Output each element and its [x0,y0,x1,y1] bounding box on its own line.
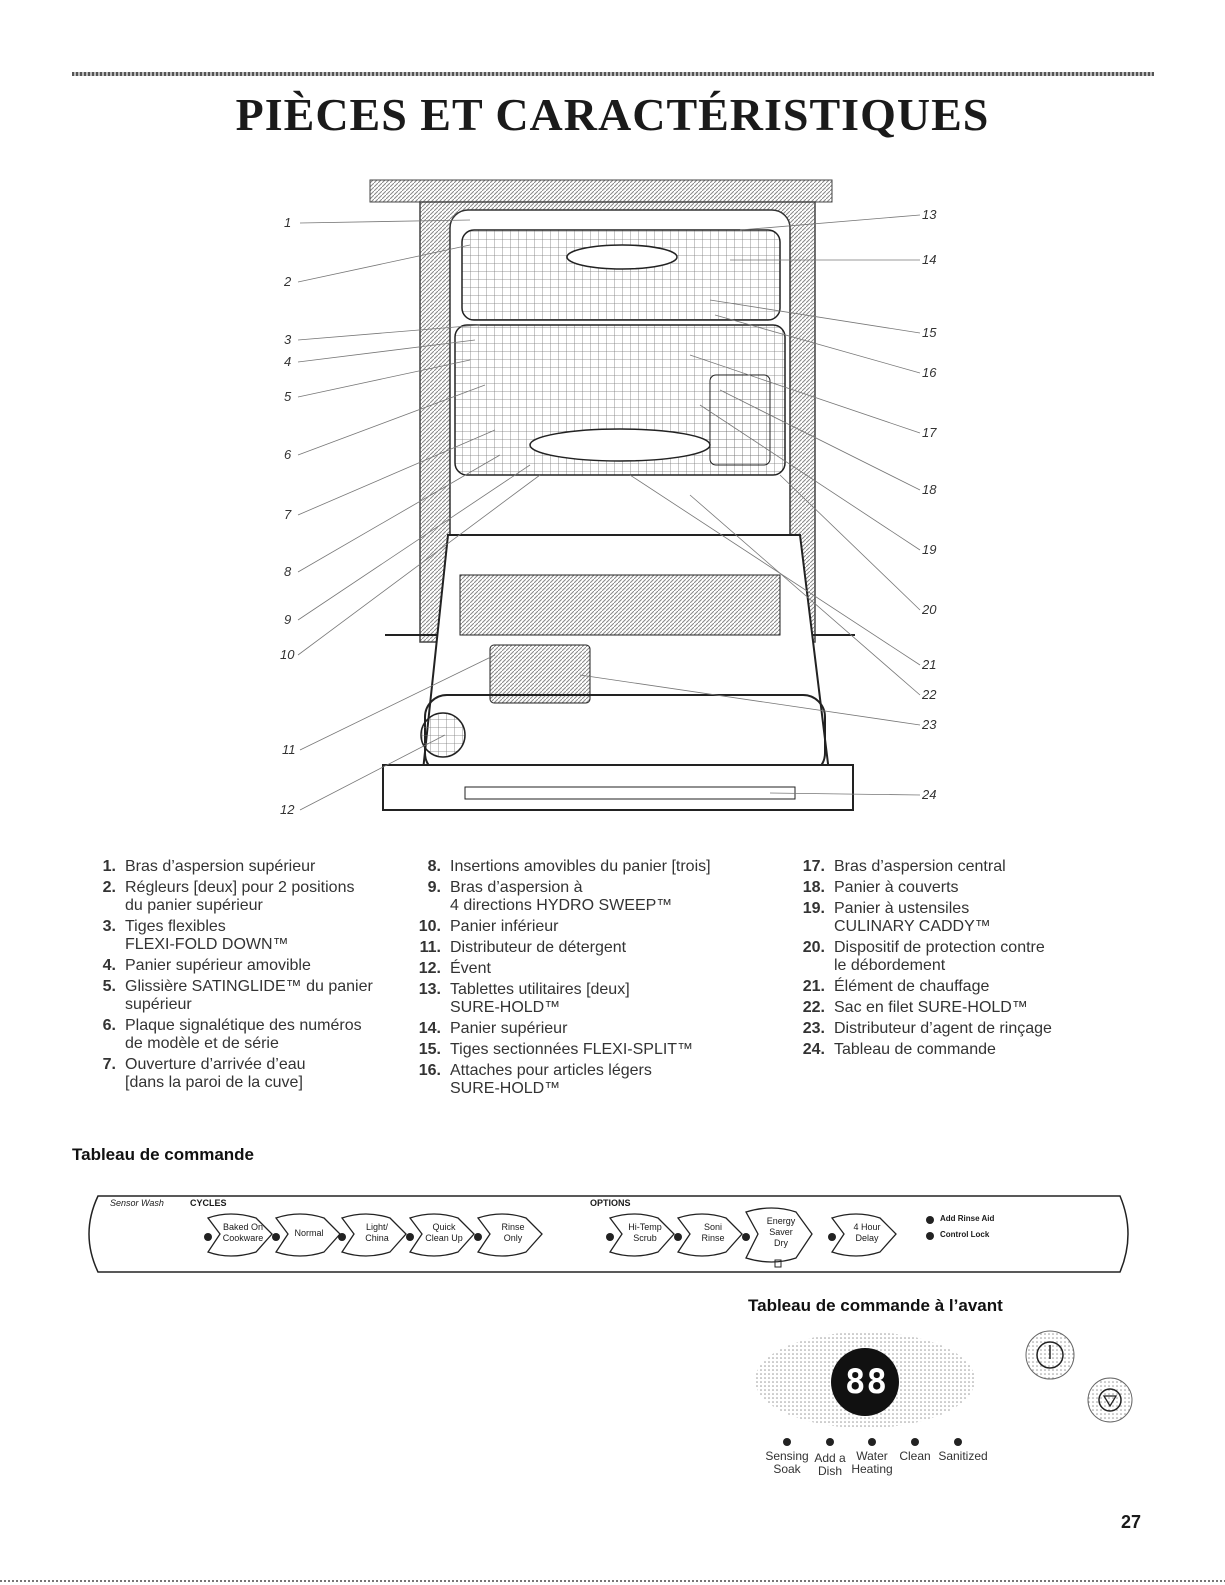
brand-label: Sensor Wash [110,1198,164,1208]
list-item: 3.Tiges flexibles FLEXI-FOLD DOWN™ [102,918,289,953]
control-panel-heading: Tableau de commande [72,1145,255,1164]
list-item: 4.Panier supérieur amovible [102,957,311,974]
list-item: 17.Bras d’aspersion central [802,858,1006,875]
list-item: 6.Plaque signalétique des numéros de mod… [102,1017,362,1052]
list-item: 1.Bras d’aspersion supérieur [102,858,316,875]
callout-3: 3 [284,332,292,347]
list-item: 23.Distributeur d’agent de rinçage [802,1020,1052,1037]
parts-list-col-2: 8.Insertions amovibles du panier [trois]… [411,858,791,1101]
list-item: 22.Sac en filet SURE-HOLD™ [802,999,1028,1016]
cycle-button-light-china[interactable]: Light/China [365,1222,389,1243]
front-panel-drawing [755,1330,1133,1446]
list-item: 13.Tablettes utilitaires [deux] SURE-HOL… [418,981,630,1016]
vent [420,712,466,758]
list-item: 21.Élément de chauffage [802,978,990,995]
list-item: 2.Régleurs [deux] pour 2 positions du pa… [102,879,355,914]
parts-list-col-3: 17.Bras d’aspersion central 18.Panier à … [795,858,1135,1062]
control-panel-drawing [88,1195,1129,1273]
callout-7: 7 [284,507,292,522]
list-item: 8.Insertions amovibles du panier [trois] [427,858,711,875]
list-item: 16.Attaches pour articles légers SURE-HO… [418,1062,652,1097]
start-button[interactable] [1088,1378,1132,1422]
page-number: 27 [1120,1512,1141,1532]
callout-19: 19 [922,542,937,557]
list-item: 9.Bras d’aspersion à 4 directions HYDRO … [427,879,673,914]
start-button-ring [1087,1377,1133,1423]
page-title: PIÈCES ET CARACTÉRISTIQUES [235,89,990,140]
options-label: OPTIONS [590,1198,631,1208]
callout-23: 23 [922,717,937,732]
callout-6: 6 [284,447,292,462]
list-item: 12.Évent [418,960,491,977]
parts-list-col-1: 1.Bras d’aspersion supérieur 2.Régleurs … [86,858,416,1095]
list-item: 20.Dispositif de protection contre le dé… [802,939,1045,974]
callout-24: 24 [922,787,937,802]
lower-spray-arm [529,428,711,462]
callout-5: 5 [284,389,292,404]
dishwasher-diagram: 1 2 3 4 5 6 7 8 9 10 11 12 13 14 15 16 1… [270,175,960,830]
cycles-label: CYCLES [190,1198,227,1208]
list-item: 19.Panier à ustensiles CULINARY CADDY™ [802,900,991,935]
door-inner-panel [459,574,781,636]
callout-4: 4 [284,354,292,369]
callout-16: 16 [922,365,937,380]
top-rule [72,72,1154,76]
countertop-strip [369,179,833,203]
detergent-dispenser [489,644,591,704]
indicator-control-lock: Control Lock [940,1230,990,1239]
callout-13: 13 [922,207,937,222]
callout-22: 22 [922,687,937,702]
callout-9: 9 [284,612,292,627]
callout-11: 11 [282,742,296,757]
callout-20: 20 [922,602,937,617]
status-light-clean: Clean [899,1449,931,1463]
list-item: 18.Panier à couverts [802,879,959,896]
lower-rack [454,324,786,476]
callout-12: 12 [280,802,295,817]
power-button[interactable] [1026,1331,1074,1379]
leader-lines [297,214,921,811]
callout-17: 17 [922,425,937,440]
cycle-button-normal[interactable]: Normal [294,1228,324,1238]
dishwasher-illustration [297,179,921,811]
callout-15: 15 [922,325,937,340]
callout-8: 8 [284,564,292,579]
callout-10: 10 [280,647,295,662]
front-panel-heading: Tableau de commande à l’avant [748,1296,1003,1315]
callout-18: 18 [922,482,937,497]
status-light-sanitized: Sanitized [938,1449,988,1463]
display-bezel [831,1348,899,1416]
list-item: 24.Tableau de commande [802,1041,996,1058]
upper-rack [461,229,781,321]
list-item: 11.Distributeur de détergent [419,939,627,956]
callout-1: 1 [284,215,292,230]
list-item: 14.Panier supérieur [418,1020,568,1037]
callout-21: 21 [922,657,937,672]
list-item: 15.Tiges sectionnées FLEXI-SPLIT™ [418,1041,694,1058]
callout-14: 14 [922,252,937,267]
callout-2: 2 [284,274,292,289]
list-item: 7.Ouverture d’arrivée d’eau [dans la par… [102,1056,306,1091]
indicator-add-rinse-aid: Add Rinse Aid [940,1214,995,1223]
door [420,534,832,781]
list-item: 10.Panier inférieur [418,918,559,935]
digital-display: 88 [845,1362,888,1402]
control-strip [464,786,796,800]
bottom-rule [0,1580,1225,1582]
list-item: 5.Glissière SATINGLIDE™ du panier supéri… [102,978,373,1013]
silverware-basket [709,374,771,466]
upper-spray-arm [566,244,678,270]
